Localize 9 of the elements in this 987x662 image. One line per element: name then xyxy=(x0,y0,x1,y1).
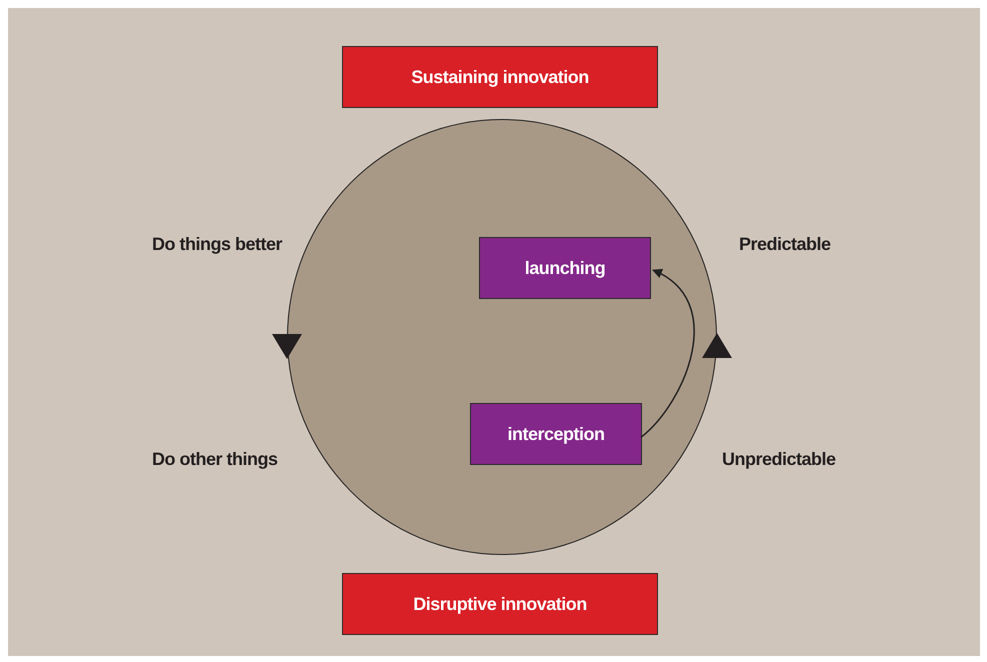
curved-arrow xyxy=(640,269,695,438)
label-box: interception xyxy=(470,403,642,465)
axis-label: Do things better xyxy=(152,234,282,255)
axis-label: Predictable xyxy=(739,234,831,255)
label-box: Disruptive innovation xyxy=(342,573,658,635)
axis-label: Unpredictable xyxy=(722,449,836,470)
label-box: launching xyxy=(479,237,651,299)
label-box: Sustaining innovation xyxy=(342,46,658,108)
axis-label: Do other things xyxy=(152,449,278,470)
